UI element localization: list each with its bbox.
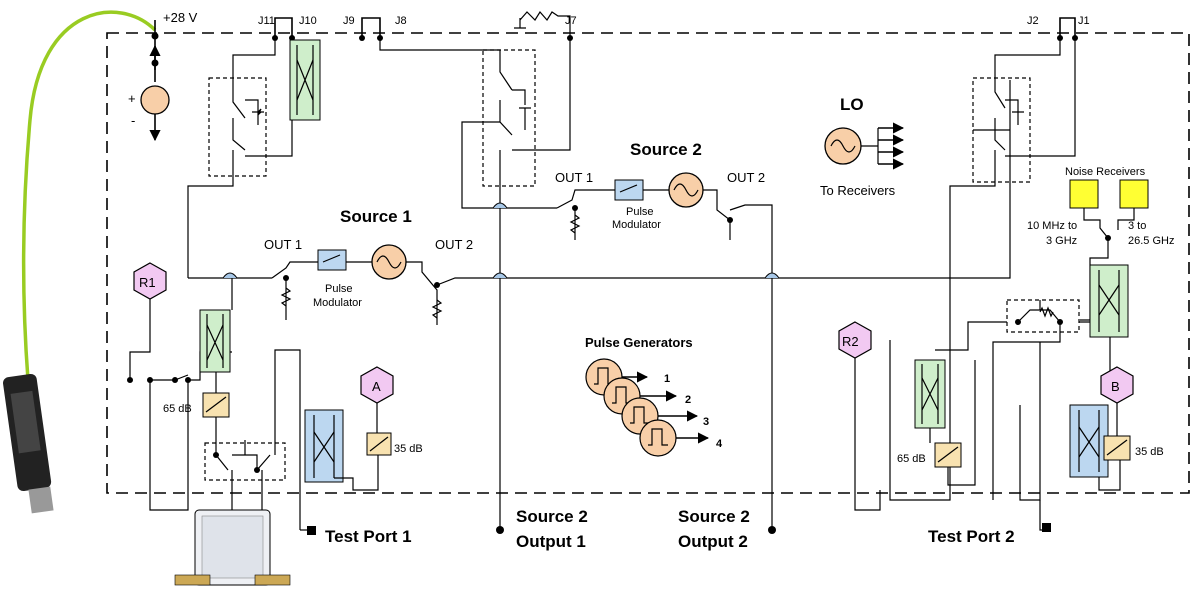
- jumper-j8: J8: [395, 15, 407, 27]
- pulse-output-2: 2: [685, 394, 691, 406]
- crossings: [222, 202, 780, 279]
- ecal-module: [174, 509, 291, 586]
- source2-output2-label-1: Source 2: [678, 507, 750, 526]
- test-port-2-label: Test Port 2: [928, 527, 1015, 546]
- source1-out2: OUT 2: [435, 237, 473, 252]
- test-port-1-connector: [307, 526, 316, 535]
- source1-mod-label-2: Modulator: [313, 297, 362, 309]
- noise-switch-box: [1006, 299, 1080, 333]
- attenuator-35db-port1-label: 35 dB: [394, 443, 423, 455]
- source2-mod-label-1: Pulse: [626, 206, 654, 218]
- source1-pulse-modulator: [317, 249, 347, 271]
- pulse-output-1: 1: [664, 373, 670, 385]
- source2-out1: OUT 1: [555, 170, 593, 185]
- minus-sign: -: [131, 113, 135, 128]
- receiver-b-label: B: [1111, 379, 1120, 394]
- noise-band1-line2: 3 GHz: [1046, 235, 1077, 247]
- source2-output2-label-2: Output 2: [678, 532, 748, 551]
- noise-receiver-high-band: [1119, 179, 1149, 209]
- source2-output1-label-2: Output 1: [516, 532, 586, 551]
- jumper-j9: J9: [343, 15, 355, 27]
- receiver-a-label: A: [372, 379, 381, 394]
- source2-out2: OUT 2: [727, 170, 765, 185]
- instrument-boundary: [106, 32, 1190, 494]
- jumper-j1: J1: [1078, 15, 1090, 27]
- jumper-j7: J7: [565, 15, 577, 27]
- attenuator-65db-port2-label: 65 dB: [897, 453, 926, 465]
- plus-sign: +: [128, 91, 136, 106]
- attenuator-35db-port2-label: 35 dB: [1135, 446, 1164, 458]
- pulse-output-3: 3: [703, 416, 709, 428]
- lo-title: LO: [840, 95, 864, 114]
- pulse-generator-icons: [585, 358, 710, 457]
- noise-receivers-title: Noise Receivers: [1065, 166, 1146, 178]
- jumper-j11: J11: [258, 15, 275, 27]
- pulse-output-4: 4: [716, 438, 723, 450]
- ecal-cable: [21, 10, 157, 381]
- test-port-2-connector: [1042, 523, 1051, 532]
- noise-receiver-low-band: [1069, 179, 1099, 209]
- dc-supply: [140, 20, 170, 142]
- source2-pulse-modulator: [614, 179, 644, 201]
- source1-mod-label-1: Pulse: [325, 283, 353, 295]
- source1-title: Source 1: [340, 207, 412, 226]
- pulse-generators-title: Pulse Generators: [585, 335, 693, 350]
- supply-label: +28 V: [163, 10, 198, 25]
- receiver-r1-label: R1: [139, 275, 156, 290]
- lo-caption: To Receivers: [820, 183, 896, 198]
- jumper-j2: J2: [1027, 15, 1039, 27]
- test-port-1-label: Test Port 1: [325, 527, 412, 546]
- jumper-j10: J10: [299, 15, 317, 27]
- noise-band1-line1: 10 MHz to: [1027, 220, 1077, 232]
- receiver-r2-label: R2: [842, 334, 859, 349]
- source2-title: Source 2: [630, 140, 702, 159]
- source1-out1: OUT 1: [264, 237, 302, 252]
- transfer-switch-box-2: [482, 49, 536, 187]
- noise-source-module: [3, 373, 54, 514]
- source2-output1-label-1: Source 2: [516, 507, 588, 526]
- transfer-switch-box-1: [208, 77, 267, 177]
- noise-band2-line2: 26.5 GHz: [1128, 235, 1174, 247]
- attenuator-65db-port1-label: 65 dB: [163, 403, 192, 415]
- noise-band2-line1: 3 to: [1128, 220, 1146, 232]
- source2-mod-label-2: Modulator: [612, 219, 661, 231]
- coupler-green-2: [199, 309, 231, 373]
- transfer-switch-box-3: [204, 442, 286, 481]
